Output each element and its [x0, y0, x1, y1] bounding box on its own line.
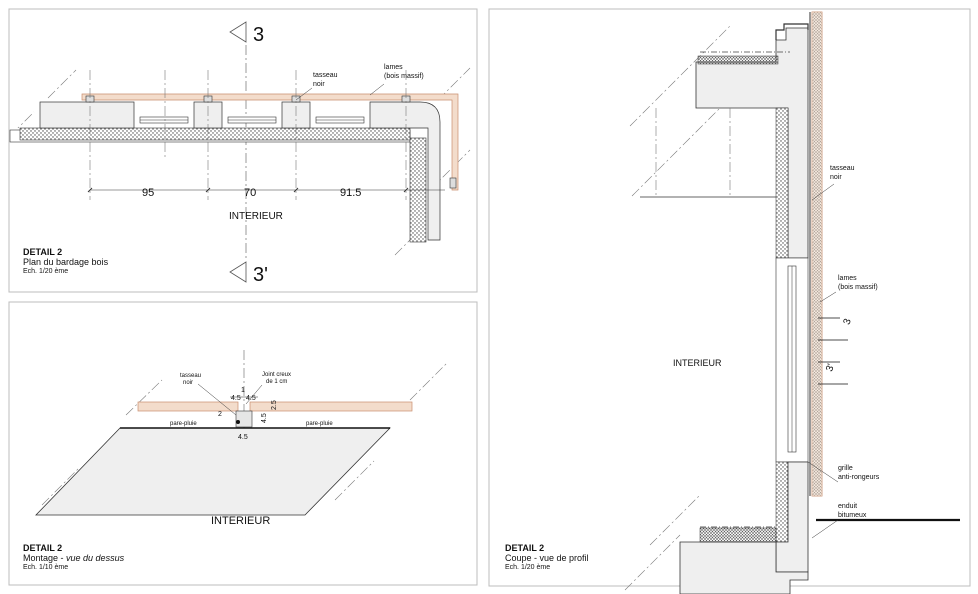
break-line	[41, 466, 81, 506]
label-joint-creux: Joint creux	[262, 372, 291, 378]
caption-scale: Ech. 1/10 ème	[23, 563, 69, 571]
dimension-ticks	[87, 187, 409, 193]
wood-board-left	[137, 401, 239, 412]
caption-scale: Ech. 1/20 ème	[505, 563, 551, 571]
label-tasseau: tasseau	[313, 72, 338, 79]
panel-frame-plan	[8, 8, 478, 293]
upper-slab	[695, 27, 809, 259]
roof-insulation	[697, 55, 779, 65]
break-line	[409, 361, 449, 401]
break-line	[629, 25, 731, 127]
label-bois-massif: (bois massif)	[384, 73, 424, 80]
wall-section	[10, 128, 428, 240]
wall-insulation-lower	[775, 461, 789, 543]
axis-lines	[89, 70, 407, 200]
label-grille: grille	[838, 465, 853, 472]
label-bitumeux: bitumeux	[838, 512, 867, 519]
label-tasseau-noir: noir	[313, 81, 325, 88]
label-tasseau: tasseau	[180, 373, 201, 379]
screw	[236, 420, 240, 424]
caption-plan: DETAIL 2 Plan du bardage bois Ech. 1/20 …	[23, 247, 108, 276]
plan-drawing: 3 3'	[9, 21, 471, 286]
dimension-91-5: 91.5	[340, 187, 361, 199]
wall-insulation-top	[19, 127, 411, 141]
interior-label: INTERIEUR	[211, 515, 270, 527]
section-label-bottom: 3'	[253, 264, 268, 286]
section-label-top: 3	[253, 24, 264, 46]
panel-frame-montage	[8, 301, 478, 586]
caption-title: DETAIL 2	[23, 543, 63, 553]
interior-label: INTERIEUR	[229, 211, 283, 222]
floor-slab	[679, 541, 809, 594]
label-pare-pluie-left: pare-pluie	[170, 421, 197, 427]
leader-tasseau	[295, 87, 313, 101]
wall-slab	[35, 427, 391, 516]
leader-tasseau	[811, 183, 835, 201]
caption-subtitle: Coupe - vue de profil	[505, 553, 589, 564]
dim-2-5: 2.5	[271, 400, 278, 410]
break-line	[125, 379, 163, 416]
caption-title: DETAIL 2	[505, 543, 545, 553]
wood-cladding-fill	[812, 12, 822, 496]
dim-4-5-d: 4.5	[238, 434, 248, 441]
caption-subtitle: Montage - vue du dessus	[23, 553, 124, 563]
dimension-70: 70	[244, 187, 256, 199]
caption-coupe: DETAIL 2 Coupe - vue de profil Ech. 1/20…	[505, 543, 589, 572]
label-tasseau-noir: noir	[183, 380, 193, 386]
section-marker-bottom	[229, 261, 247, 283]
wall-block-corner	[369, 101, 441, 241]
label-tasseau-noir: noir	[830, 174, 842, 181]
caption-subtitle-main: Montage -	[23, 553, 67, 564]
dim-1: 1	[241, 387, 245, 394]
caption-subtitle: Plan du bardage bois	[23, 257, 109, 268]
leader-tasseau	[197, 383, 237, 416]
dim-2: 2	[218, 411, 222, 418]
leader-grille	[807, 461, 839, 483]
label-pare-pluie-right: pare-pluie	[306, 421, 333, 427]
label-tasseau: tasseau	[830, 165, 855, 172]
label-lames: lames	[384, 64, 403, 71]
tasseau	[235, 410, 253, 428]
label-joint-1cm: de 1 cm	[266, 379, 287, 385]
section-marker-top	[229, 21, 247, 43]
caption-scale: Ech. 1/20 ème	[23, 267, 69, 275]
break-line	[47, 69, 77, 99]
dimension-95: 95	[142, 187, 154, 199]
leader-joint	[245, 384, 263, 405]
wall-insulation-upper	[775, 107, 789, 259]
break-line	[631, 97, 731, 197]
coupe-drawing: 3 3' tasseau noir lames (bois massif) gr…	[624, 11, 960, 594]
interior-label: INTERIEUR	[673, 358, 722, 368]
label-anti-rongeurs: anti-rongeurs	[838, 474, 880, 481]
caption-title: DETAIL 2	[23, 247, 63, 257]
dim-4-5-a: 4.5	[231, 395, 241, 402]
section-label-3-a: 3	[842, 317, 854, 326]
floor-insulation	[699, 527, 777, 543]
wall-block	[39, 101, 135, 129]
break-line	[334, 460, 375, 501]
label-lames: lames	[838, 275, 857, 282]
section-marks	[818, 317, 848, 385]
montage-drawing: 1 4.5 4.5 2 2.5 4.5 4.5 tasseau noir Joi…	[35, 350, 449, 527]
leader-lames	[369, 83, 385, 96]
wood-cladding	[81, 93, 459, 191]
wood-board-right	[249, 401, 413, 412]
label-bois-massif: (bois massif)	[838, 284, 878, 291]
break-line	[649, 494, 701, 546]
leader-enduit	[811, 519, 839, 539]
break-line	[624, 534, 681, 591]
section-label-3-b: 3'	[824, 362, 837, 373]
window-frames	[139, 116, 365, 124]
caption-montage: DETAIL 2 Montage - vue du dessus Ech. 1/…	[23, 543, 124, 572]
leader-lames	[819, 291, 837, 303]
label-enduit: enduit	[838, 503, 857, 510]
caption-subtitle-em: vue du dessus	[66, 553, 125, 564]
acroterion-cap	[775, 23, 809, 40]
dim-4-5-c: 4.5	[261, 413, 268, 423]
